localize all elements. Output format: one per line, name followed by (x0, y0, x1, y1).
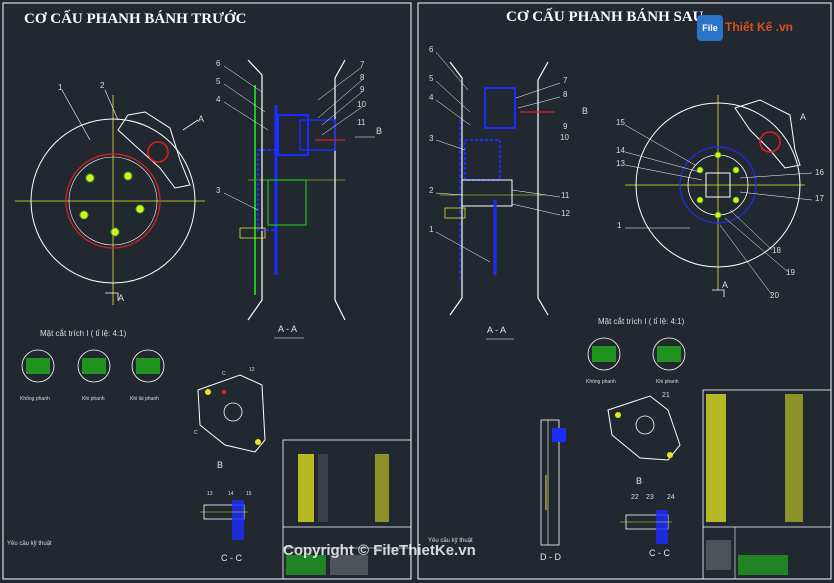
left-callout-7: 7 (360, 60, 365, 69)
left-callout-13: 13 (207, 491, 213, 497)
right-callout-1b: 1 (617, 221, 622, 230)
left-mark-c-bottom: C (194, 430, 198, 436)
left-detail-label-3: Khi lái phanh (130, 396, 159, 402)
watermark: Copyright © FileThietKe.vn (283, 542, 476, 559)
right-callout-15: 15 (616, 118, 625, 127)
right-callout-11: 11 (561, 191, 570, 200)
right-callout-4: 4 (429, 93, 434, 102)
right-callout-18: 18 (772, 246, 781, 255)
right-mark-a-top: A (800, 112, 807, 122)
right-label-section-b: B (636, 476, 643, 486)
right-callout-7: 7 (563, 76, 568, 85)
right-callout-6: 6 (429, 45, 434, 54)
right-sheet-border (417, 2, 832, 580)
logo-text: Thiết Kế .vn (725, 20, 794, 34)
right-detail-label-2: Khi phanh (656, 379, 679, 385)
left-mark-b: B (376, 126, 383, 136)
right-callout-1: 1 (429, 225, 434, 234)
left-title-block (282, 439, 412, 580)
right-callout-19: 19 (786, 268, 795, 277)
left-detail-label-2: Khi phanh (82, 396, 105, 402)
right-callout-14: 14 (616, 146, 625, 155)
left-callout-11: 11 (357, 118, 366, 127)
left-sheet-title: CƠ CẤU PHANH BÁNH TRƯỚC (24, 11, 247, 27)
right-callout-23: 23 (646, 494, 654, 501)
left-requirement-label: Yêu cầu kỹ thuật (7, 541, 52, 547)
right-callout-17: 17 (815, 194, 824, 203)
right-callout-2: 2 (429, 186, 434, 195)
right-title-block (702, 389, 832, 580)
left-view-b (197, 374, 266, 453)
right-callout-5: 5 (429, 74, 434, 83)
left-detail-views (21, 349, 165, 383)
left-callout-3: 3 (216, 186, 221, 195)
left-disc-view (15, 89, 205, 305)
left-callout-8: 8 (360, 73, 365, 82)
left-callout-10: 10 (357, 100, 366, 109)
left-section-aa (239, 59, 375, 339)
right-requirement-label: Yêu cầu kỹ thuật (428, 538, 473, 544)
right-label-section-aa: A - A (487, 325, 507, 335)
right-section-aa (440, 61, 555, 340)
left-callout-2: 2 (100, 81, 105, 90)
logo-letter: File (697, 15, 723, 41)
right-label-section-dd: D - D (540, 552, 561, 562)
right-callout-12: 12 (561, 209, 570, 218)
left-label-section-cc: C - C (221, 553, 242, 563)
right-callout-13: 13 (616, 159, 625, 168)
right-disc-view (625, 95, 805, 297)
right-detail-label-1: Không phanh (586, 379, 616, 385)
left-callout-9: 9 (360, 85, 365, 94)
left-label-section-b: B (217, 460, 224, 470)
right-detail-caption: Mặt cắt trích I ( tỉ lệ: 4:1) (598, 317, 685, 326)
left-detail-caption: Mặt cắt trích I ( tỉ lệ: 4:1) (40, 329, 127, 338)
right-callout-24: 24 (667, 494, 675, 501)
right-label-section-cc: C - C (649, 548, 670, 558)
right-callout-b: B (582, 106, 589, 116)
left-detail-label-1: Không phanh (20, 396, 50, 402)
left-sheet-border (2, 2, 412, 580)
right-callout-8: 8 (563, 90, 568, 99)
right-view-cc (620, 510, 672, 544)
right-callout-10: 10 (560, 133, 569, 142)
right-callout-21: 21 (662, 392, 670, 399)
right-callout-22: 22 (631, 494, 639, 501)
right-callout-9: 9 (563, 122, 568, 131)
left-callout-12: 12 (249, 367, 255, 373)
left-callout-14: 14 (228, 491, 234, 497)
left-callout-15: 15 (246, 491, 252, 497)
left-mark-a-top: A (198, 114, 205, 124)
left-mark-a-bottom: A (118, 293, 125, 303)
left-callout-1: 1 (58, 83, 63, 92)
right-callout-3: 3 (429, 134, 434, 143)
right-view-b (607, 395, 681, 461)
right-view-dd (540, 419, 566, 546)
left-callout-4: 4 (216, 95, 221, 104)
right-sheet-title: CƠ CẤU PHANH BÁNH SAU (506, 9, 704, 25)
site-logo: File Thiết Kế .vn (697, 13, 807, 43)
right-callout-20: 20 (770, 291, 779, 300)
right-callout-16: 16 (815, 168, 824, 177)
left-callout-5: 5 (216, 77, 221, 86)
left-callout-6: 6 (216, 59, 221, 68)
right-detail-views (587, 337, 686, 371)
left-label-section-aa: A - A (278, 324, 298, 334)
left-mark-c-top: C (222, 371, 226, 377)
left-view-cc (200, 500, 248, 540)
right-mark-a-bottom: A (722, 280, 729, 290)
